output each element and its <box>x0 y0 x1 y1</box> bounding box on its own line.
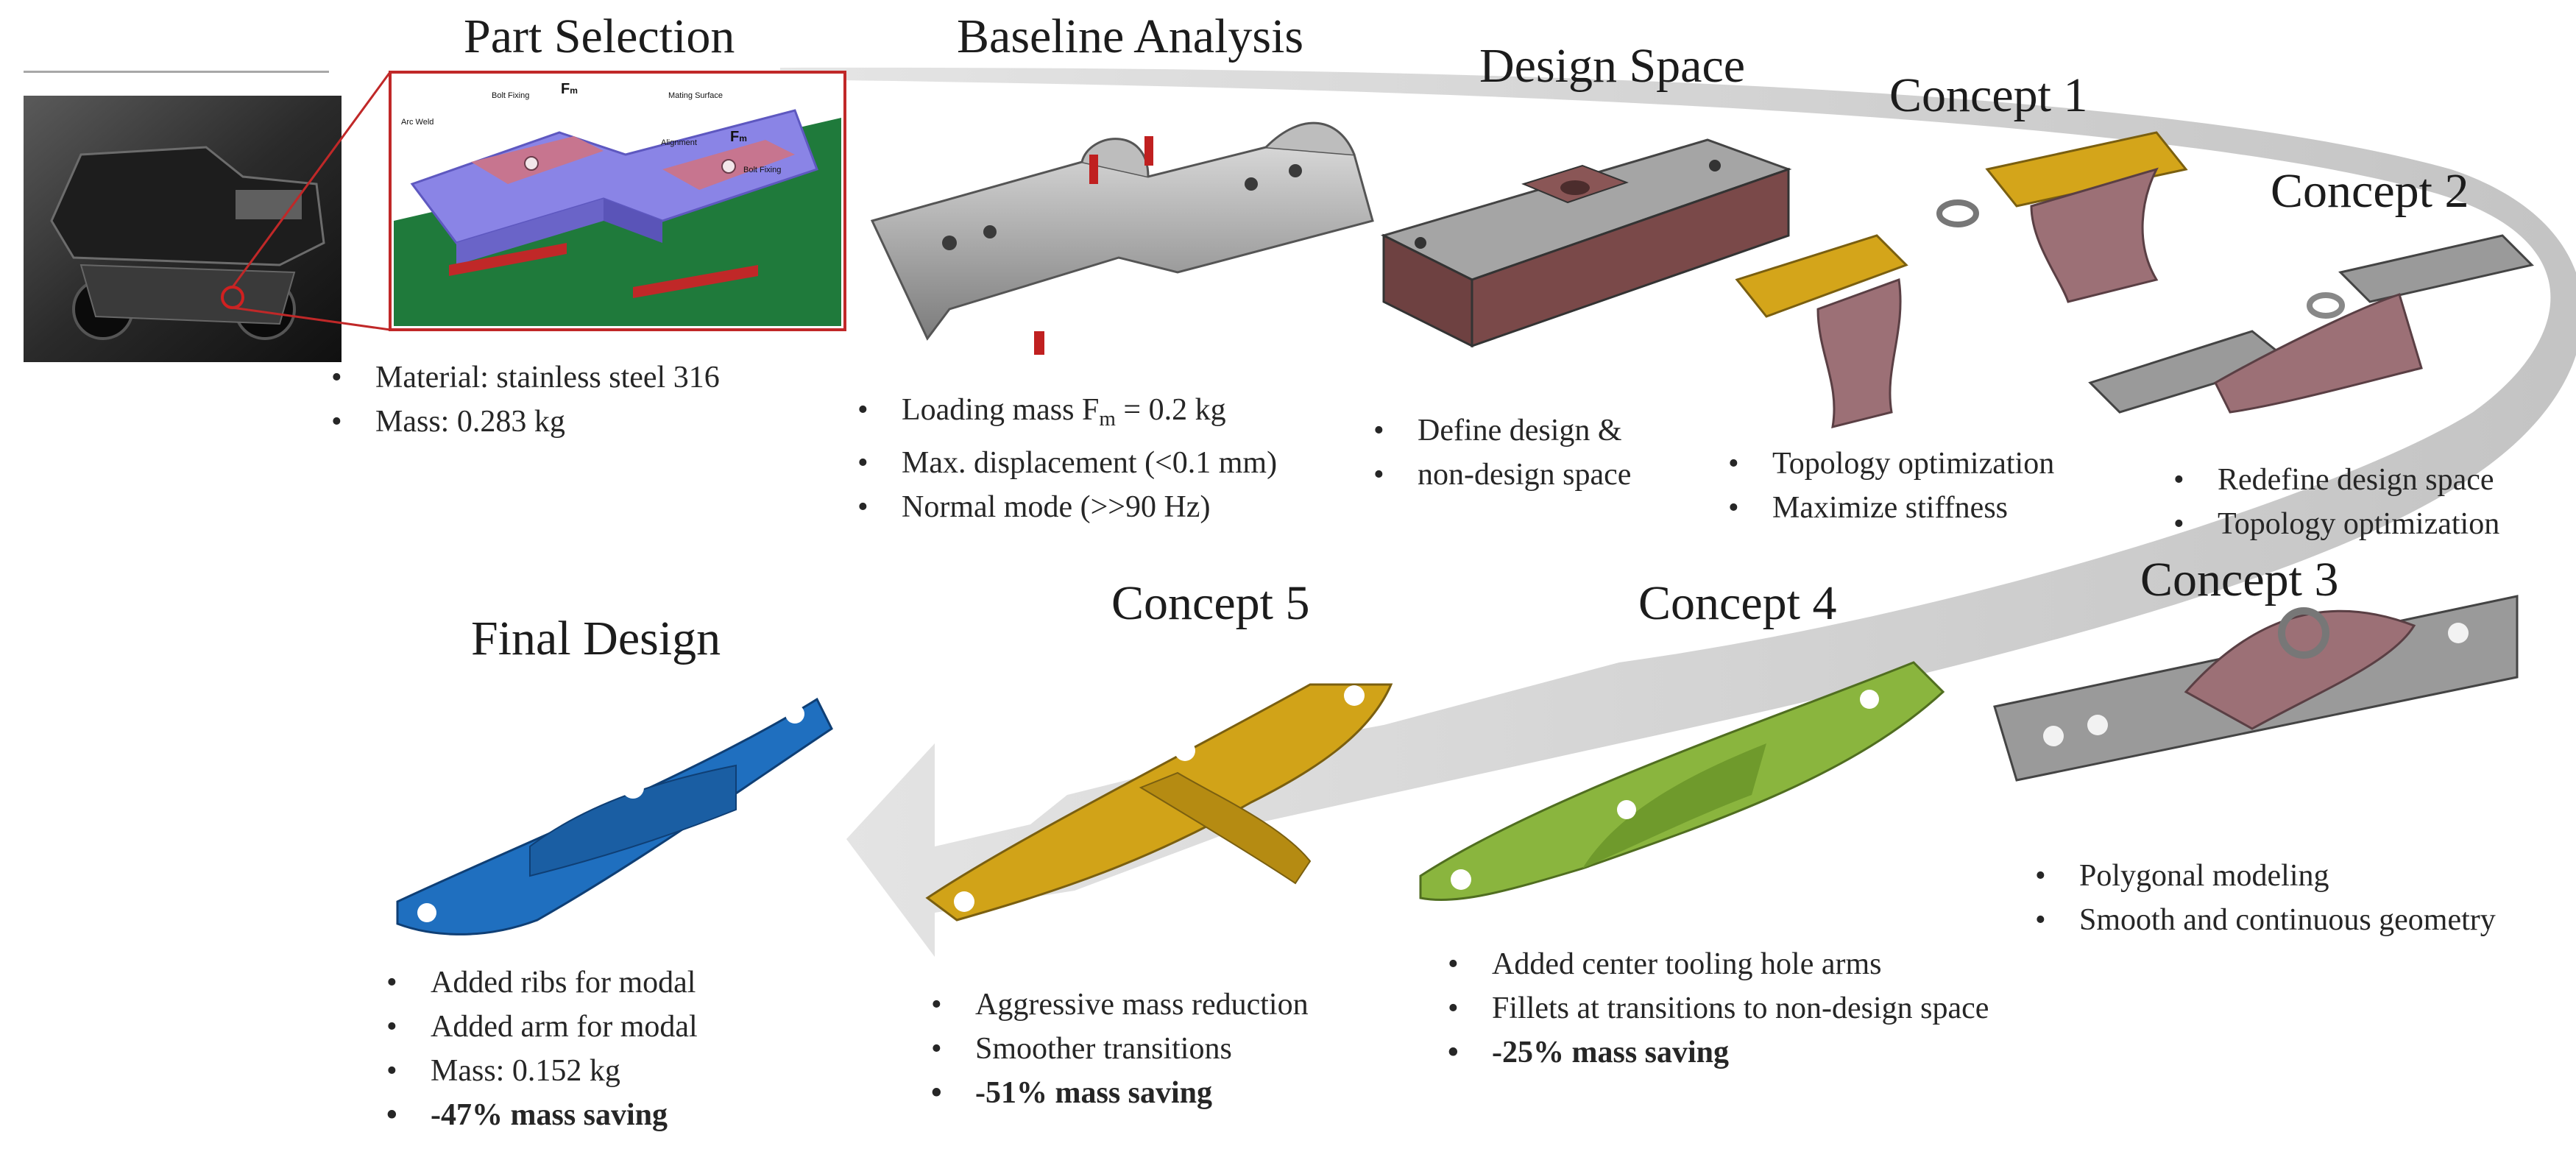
concept-5-part <box>925 683 1393 922</box>
bullet-item: Material: stainless steel 316 <box>331 356 720 400</box>
bullet-item: Topology optimization <box>1728 442 2054 486</box>
callout-bolt-fixing-right: Bolt Fixing <box>743 166 782 174</box>
title-concept-5: Concept 5 <box>1111 576 1310 630</box>
concept-2-part <box>2088 234 2534 414</box>
bullet-item: Smooth and continuous geometry <box>2035 898 2496 942</box>
bullet-item: Redefine design space <box>2173 458 2499 502</box>
title-concept-2: Concept 2 <box>2271 164 2469 218</box>
callout-arc-weld: Arc Weld <box>401 118 434 127</box>
baseline-part <box>870 121 1374 355</box>
bullet-item: Maximize stiffness <box>1728 486 2054 530</box>
title-final-design: Final Design <box>471 612 721 665</box>
callout-alignment: Alignment <box>661 138 697 147</box>
bullet-item-highlight: -25% mass saving <box>1448 1030 1989 1075</box>
zoom-line-top <box>231 71 392 288</box>
callout-bolt-fixing-top: Bolt Fixing <box>492 91 530 100</box>
callout-fm-right: Fm <box>730 129 747 145</box>
bullet-item-highlight: -51% mass saving <box>931 1071 1309 1115</box>
bullets-final-design: Added ribs for modal Added arm for modal… <box>386 961 698 1137</box>
bullets-concept-3: Polygonal modeling Smooth and continuous… <box>2035 854 2496 942</box>
title-concept-3: Concept 3 <box>2140 553 2339 606</box>
part-detail-view <box>389 71 846 331</box>
bullets-baseline-analysis: Loading mass Fm = 0.2 kg Max. displaceme… <box>857 388 1277 529</box>
bullet-item: Define design & <box>1373 409 1631 453</box>
bullet-item: Smoother transitions <box>931 1027 1309 1071</box>
bullet-item: Loading mass Fm = 0.2 kg <box>857 388 1277 441</box>
title-part-selection: Part Selection <box>464 10 735 63</box>
bullet-item-highlight: -47% mass saving <box>386 1093 698 1137</box>
title-concept-1: Concept 1 <box>1889 68 2088 122</box>
concept-3-part <box>1993 595 2519 782</box>
bullet-item: non-design space <box>1373 453 1631 497</box>
truck-photo <box>24 96 342 362</box>
bullet-item: Mass: 0.152 kg <box>386 1049 698 1093</box>
bullets-concept-2: Redefine design space Topology optimizat… <box>2173 458 2499 546</box>
bullet-item: Fillets at transitions to non-design spa… <box>1448 986 1989 1030</box>
callout-fm-top: Fm <box>561 81 578 97</box>
bullet-item: Topology optimization <box>2173 502 2499 546</box>
bullets-design-space: Define design & non-design space <box>1373 409 1631 497</box>
bullet-item: Polygonal modeling <box>2035 854 2496 898</box>
design-space-block <box>1380 138 1792 348</box>
concept-4-part <box>1419 661 1945 902</box>
title-baseline-analysis: Baseline Analysis <box>957 10 1304 63</box>
title-concept-4: Concept 4 <box>1638 576 1837 630</box>
bullet-item: Aggressive mass reduction <box>931 983 1309 1027</box>
bullets-part-selection: Material: stainless steel 316 Mass: 0.28… <box>331 356 720 444</box>
bullet-item: Mass: 0.283 kg <box>331 400 720 444</box>
bullets-concept-5: Aggressive mass reduction Smoother trans… <box>931 983 1309 1115</box>
bullet-item: Added arm for modal <box>386 1005 698 1049</box>
flow-arrow-band <box>780 67 2576 957</box>
bullet-item: Max. displacement (<0.1 mm) <box>857 441 1277 485</box>
zoom-line-bottom <box>232 306 391 331</box>
final-design-part <box>396 697 833 936</box>
bullet-item: Normal mode (>>90 Hz) <box>857 485 1277 529</box>
title-design-space: Design Space <box>1479 39 1746 93</box>
bullets-concept-1: Topology optimization Maximize stiffness <box>1728 442 2054 530</box>
callout-mating-surface: Mating Surface <box>668 91 723 100</box>
header-divider <box>24 71 329 73</box>
bullet-item: Added ribs for modal <box>386 961 698 1005</box>
bullet-item: Added center tooling hole arms <box>1448 942 1989 986</box>
bullets-concept-4: Added center tooling hole arms Fillets a… <box>1448 942 1989 1075</box>
concept-1-part <box>1735 131 2188 429</box>
